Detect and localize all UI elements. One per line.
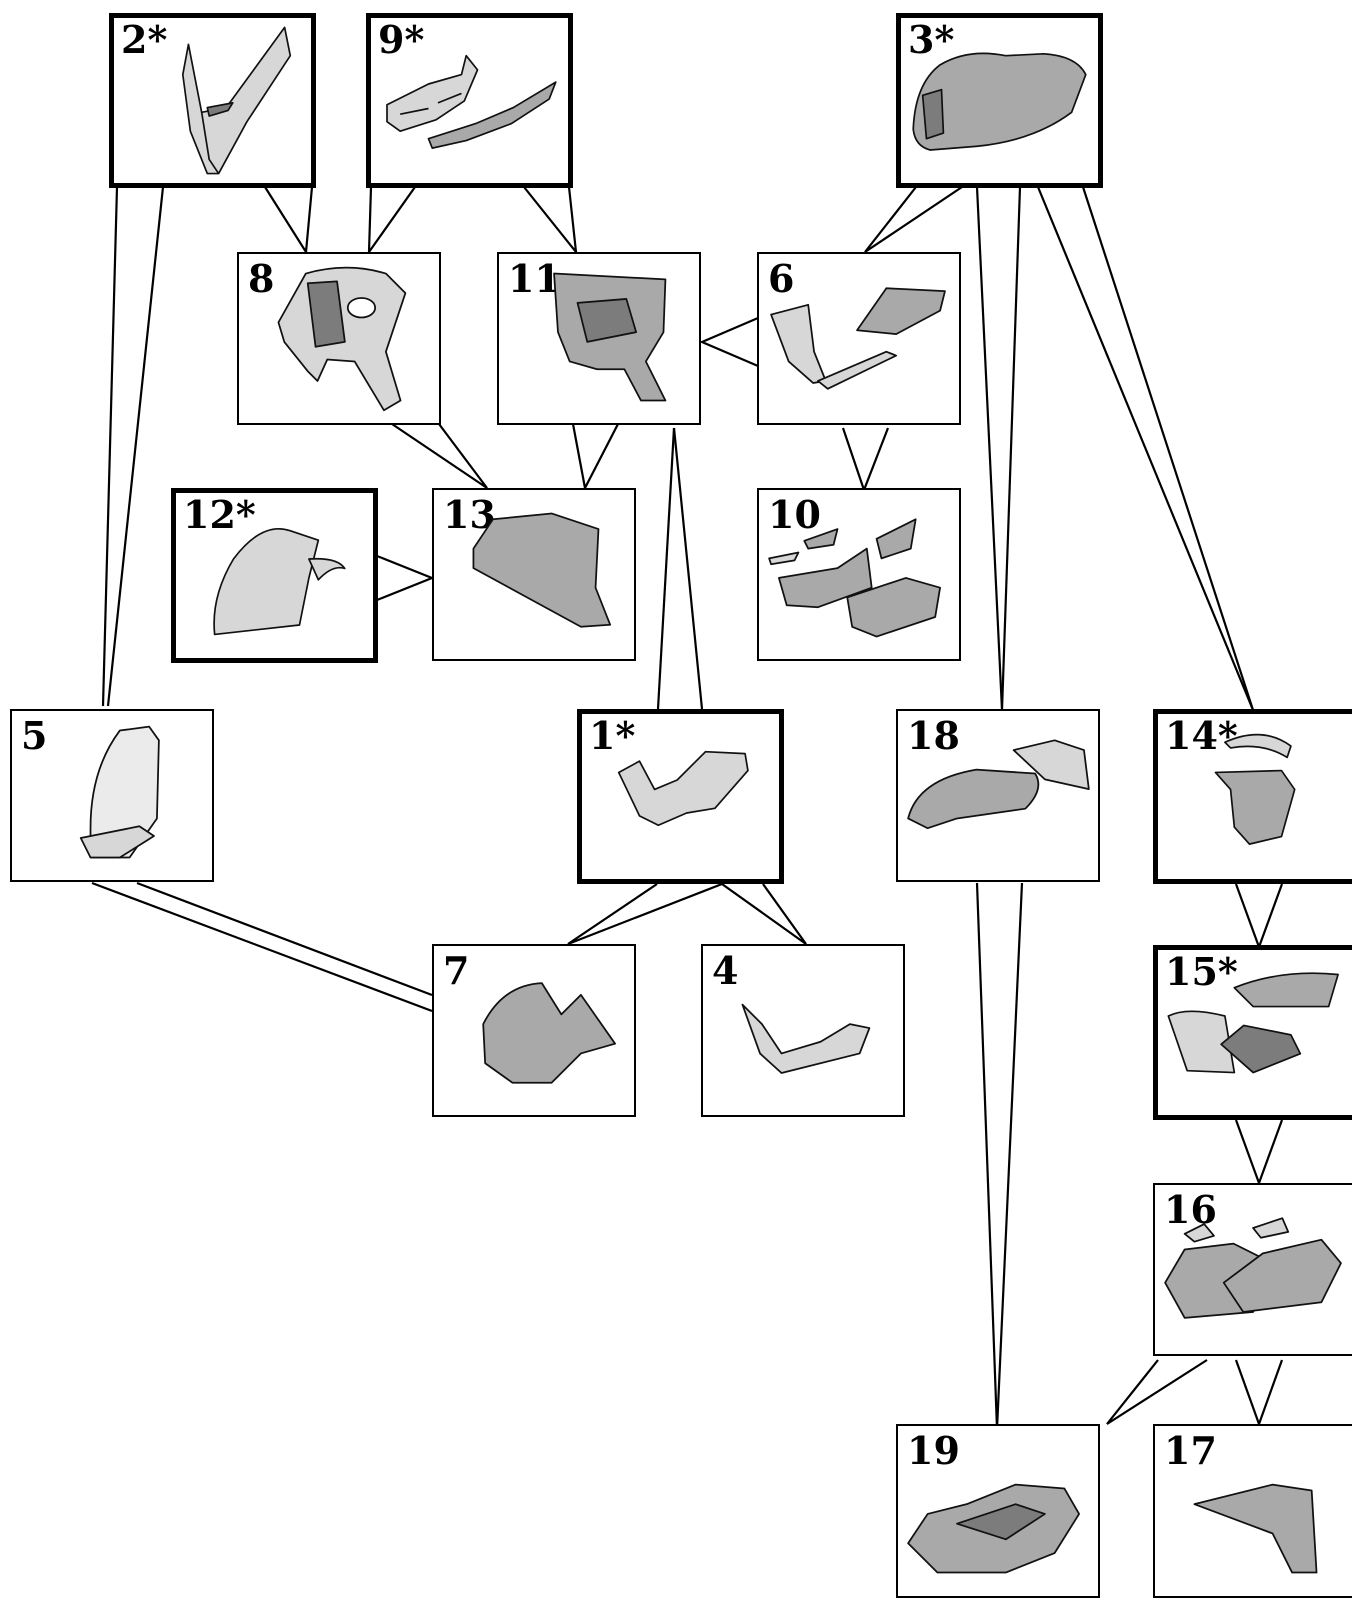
panel-label: 8 <box>248 256 275 301</box>
panel-2: 2* <box>109 13 316 188</box>
panel-label: 11 <box>508 256 561 301</box>
panel-label: 14* <box>1165 713 1238 758</box>
panel-label: 1* <box>589 713 636 758</box>
panel-18: 18 <box>896 709 1100 882</box>
panel-label: 10 <box>768 492 821 537</box>
panel-label: 2* <box>121 17 168 62</box>
panel-label: 19 <box>907 1428 960 1473</box>
panel-12: 12* <box>171 488 378 663</box>
panel-19: 19 <box>896 1424 1100 1598</box>
panel-8: 8 <box>237 252 441 425</box>
panel-5: 5 <box>10 709 214 882</box>
panel-11: 11 <box>497 252 701 425</box>
panel-label: 15* <box>1165 949 1238 994</box>
panel-label: 6 <box>768 256 795 301</box>
panel-7: 7 <box>432 944 636 1117</box>
panel-10: 10 <box>757 488 961 661</box>
panel-6: 6 <box>757 252 961 425</box>
panel-4: 4 <box>701 944 905 1117</box>
panel-label: 18 <box>907 713 960 758</box>
panel-label: 17 <box>1164 1428 1217 1473</box>
panel-label: 3* <box>908 17 955 62</box>
panel-17: 17 <box>1153 1424 1352 1598</box>
panel-label: 4 <box>712 948 739 993</box>
panel-15: 15* <box>1153 945 1352 1120</box>
panel-1: 1* <box>577 709 784 884</box>
panel-label: 5 <box>21 713 48 758</box>
panel-label: 7 <box>443 948 470 993</box>
panel-label: 16 <box>1164 1187 1217 1232</box>
panel-label: 12* <box>183 492 256 537</box>
panel-label: 13 <box>443 492 496 537</box>
panel-14: 14* <box>1153 709 1352 884</box>
panel-label: 9* <box>378 17 425 62</box>
panel-3: 3* <box>896 13 1103 188</box>
panel-16: 16 <box>1153 1183 1352 1356</box>
panel-13: 13 <box>432 488 636 661</box>
panel-9: 9* <box>366 13 573 188</box>
